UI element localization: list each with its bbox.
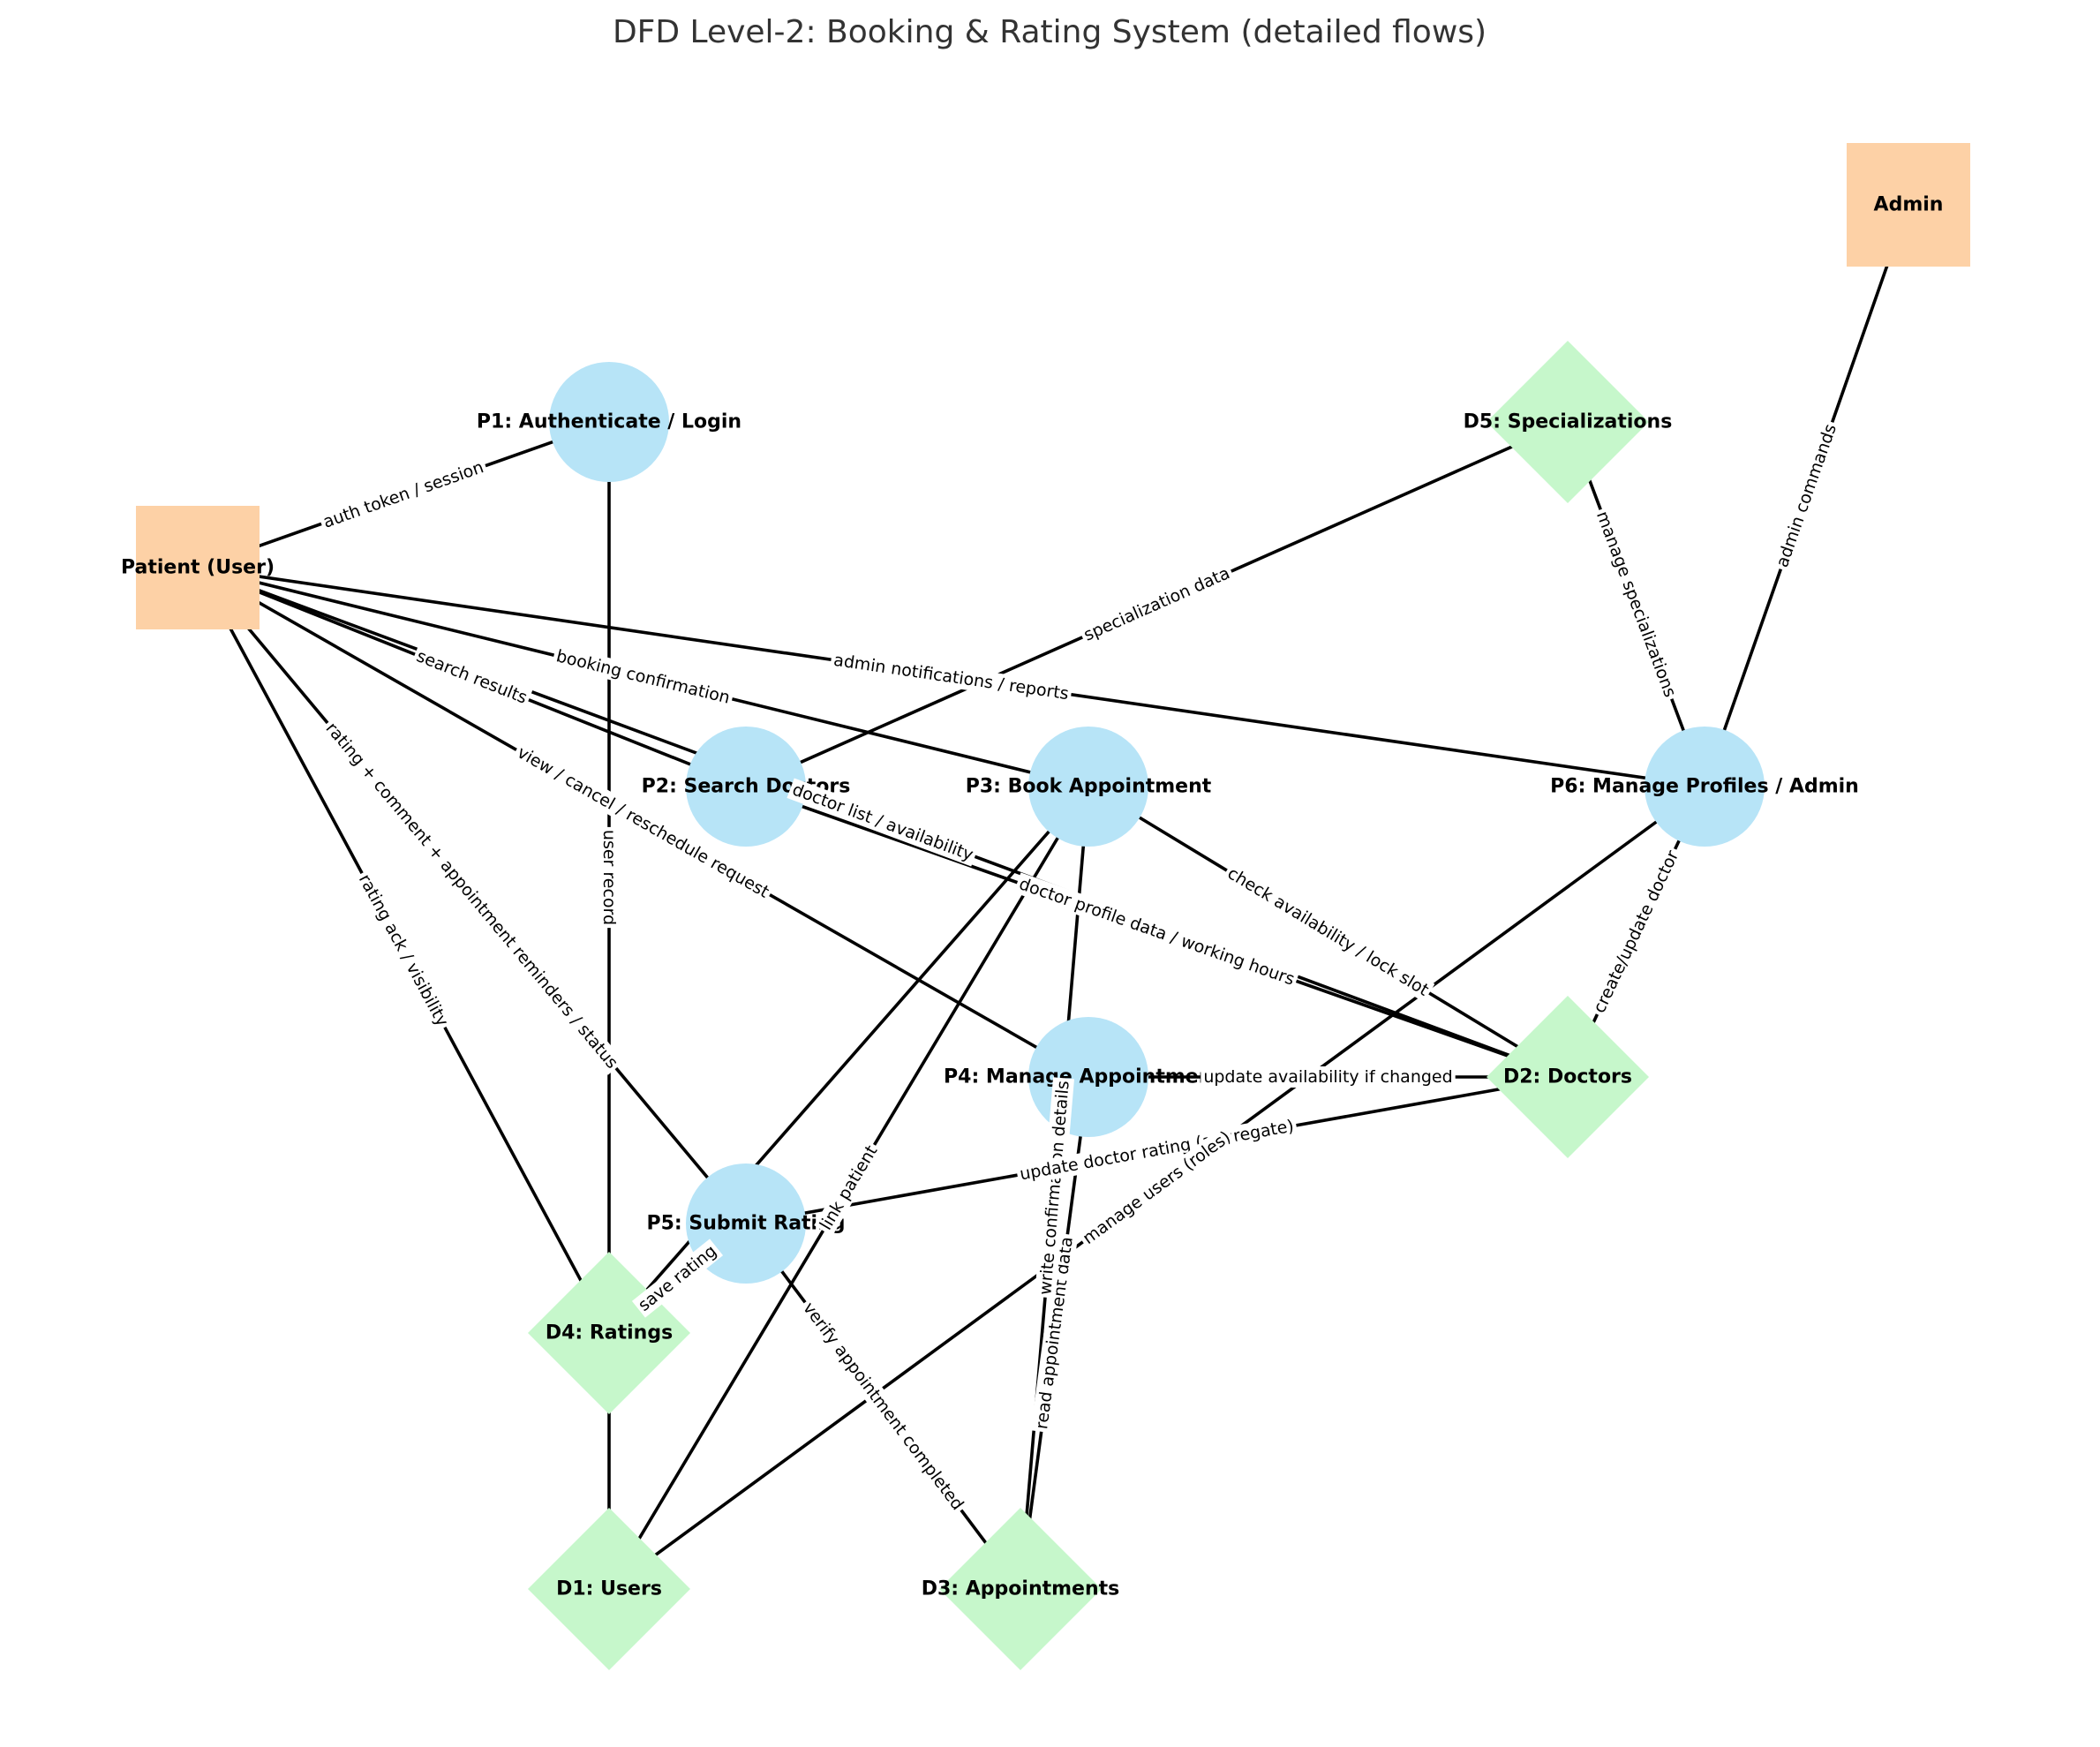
flow-label-text: verify appointment completed (799, 1299, 967, 1514)
flow-label-bg (318, 456, 489, 534)
datastore-diamond (528, 1508, 690, 1670)
flow-label-bg (1035, 1077, 1074, 1299)
node-p4: P4: Manage Appointments (944, 1017, 1233, 1137)
node-label: Admin (1874, 194, 1944, 216)
flow-label-text: create/update doctor (1590, 847, 1683, 1016)
flow-label-text: auth token / session (320, 457, 486, 532)
flow-label-text: rating ack / visibility (355, 871, 452, 1030)
flow-label-bg (551, 644, 735, 710)
node-label: D4: Ratings (546, 1322, 673, 1344)
flow-label-text: search results (414, 646, 530, 708)
flow-label-bg (796, 1296, 970, 1517)
node-label: D5: Specializations (1464, 411, 1673, 433)
flow-label-p3-d2: check availability / lock slot (1221, 861, 1435, 1003)
flow-label-p5-d4: save rating (631, 1239, 724, 1318)
flow-label-patient-d4: rating ack / visibility (352, 868, 455, 1033)
node-d1: D1: Users (528, 1508, 690, 1670)
flow-label-bg (352, 868, 455, 1033)
node-label: P4: Manage Appointments (944, 1066, 1233, 1088)
flow-label-bg (598, 826, 620, 929)
flow-label-patient-d2: doctor list / availability (787, 778, 979, 867)
node-label: D2: Doctors (1503, 1066, 1632, 1088)
datastore-diamond (939, 1508, 1102, 1670)
flow-label-bg (829, 649, 1073, 705)
flow-label-bg (1771, 418, 1842, 573)
flow-label-bg (1078, 561, 1236, 647)
flow-label-text: admin commands (1773, 421, 1840, 569)
flow-label-bg (1030, 1232, 1079, 1434)
flow-label-text: booking confirmation (554, 646, 732, 708)
flow-label-text: user record (599, 830, 619, 925)
flow-label-text: update availability if changed (1203, 1067, 1452, 1087)
external-entity-box (136, 506, 260, 629)
flow-label-text: doctor list / availability (790, 779, 976, 864)
flow-label-bg (814, 1139, 884, 1237)
flow-label-p6-d2: create/update doctor (1587, 844, 1685, 1020)
flow-label-text: manage specializations (1592, 508, 1680, 700)
node-label: P6: Manage Profiles / Admin (1550, 776, 1859, 798)
node-patient: Patient (User) (121, 506, 275, 629)
flow-label-bg (1591, 506, 1682, 703)
datastore-diamond (1487, 996, 1649, 1158)
diagram-title: DFD Level-2: Booking & Rating System (de… (613, 14, 1487, 50)
node-d5: D5: Specializations (1464, 341, 1673, 503)
process-circle (1028, 727, 1148, 847)
flow-label-bg (1587, 844, 1685, 1020)
flow-label-patient-p1: auth token / session (318, 456, 489, 534)
node-label: P3: Book Appointment (966, 776, 1212, 798)
node-label: P5: Submit Rating (646, 1213, 845, 1235)
flow-label-p4-d2: update availability if changed (1201, 1066, 1456, 1088)
flow-label-text: specialization data (1080, 563, 1232, 644)
flow-label-bg (510, 740, 776, 905)
node-label: D3: Appointments (922, 1578, 1120, 1600)
node-d3: D3: Appointments (922, 1508, 1120, 1670)
flow-label-bg (319, 716, 625, 1075)
flow-label-bg (1013, 872, 1300, 991)
node-p3: P3: Book Appointment (966, 727, 1212, 847)
flow-label-p2-d5: specialization data (1078, 561, 1236, 647)
process-circle (686, 727, 806, 847)
flow-label-text: check availability / lock slot (1224, 863, 1433, 1000)
datastore-diamond (1487, 341, 1649, 503)
flow-label-bg (787, 778, 979, 867)
node-label: Patient (User) (121, 557, 275, 579)
flow-label-p1-d4: user record (598, 826, 620, 929)
flow-label-text: save rating (635, 1241, 720, 1315)
flow-label-bg (1201, 1066, 1456, 1088)
process-circle (549, 362, 669, 482)
node-admin: Admin (1847, 143, 1970, 267)
flow-label-p3-d1: link patient (814, 1139, 884, 1237)
flow-label-bg (1221, 861, 1435, 1003)
flow-label-bg (1076, 1125, 1238, 1251)
flow-label-text: link patient (817, 1142, 882, 1233)
flow-edge-p3-d4 (607, 785, 1090, 1335)
node-label: D1: Users (556, 1578, 662, 1600)
flow-label-p5-d3: verify appointment completed (796, 1296, 970, 1517)
node-d2: D2: Doctors (1487, 996, 1649, 1158)
node-label: P1: Authenticate / Login (477, 411, 741, 433)
flow-label-bg (410, 644, 533, 710)
flow-label-p6-d5: manage specializations (1591, 506, 1682, 703)
flow-labels: auth token / session search results bookin… (318, 418, 1842, 1517)
external-entity-box (1847, 143, 1970, 267)
flow-label-admin-p6: admin commands (1771, 418, 1842, 573)
process-circle (1645, 727, 1765, 847)
flow-label-bg (631, 1239, 724, 1318)
flow-label-patient-p3: booking confirmation (551, 644, 735, 710)
node-p1: P1: Authenticate / Login (477, 362, 741, 482)
node-p6: P6: Manage Profiles / Admin (1550, 727, 1859, 847)
